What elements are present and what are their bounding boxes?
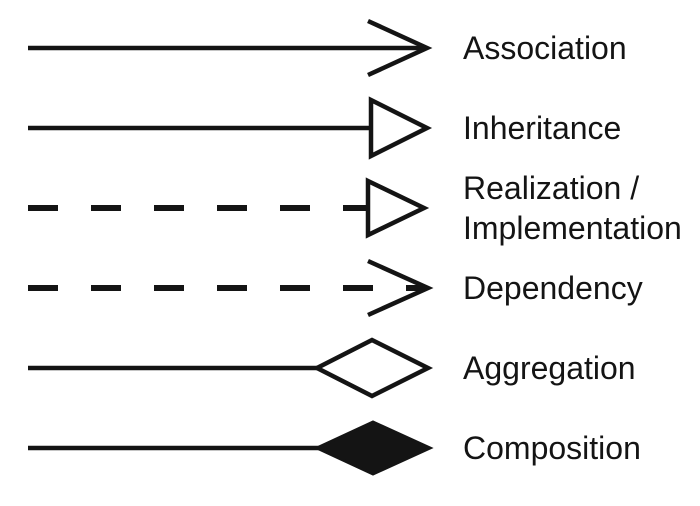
legend-label-composition: Composition [463,430,641,466]
realization-dashed-triangle-arrow-graphic [28,177,430,239]
association-open-arrow-graphic [28,18,433,78]
hollow-triangle-icon [365,177,430,239]
composition-filled-diamond-graphic [28,420,434,476]
legend-row-dependency: Dependency [0,248,700,328]
legend-row-realization: Realization / Implementation [0,168,700,248]
open-arrowhead-icon [367,18,433,78]
hollow-triangle-icon [368,96,433,160]
hollow-diamond-icon [312,337,434,399]
open-arrowhead-icon [367,258,434,318]
legend-row-composition: Composition [0,408,700,488]
dependency-dashed-open-arrow-graphic [28,258,434,318]
filled-diamond-icon [313,420,434,476]
legend-label-aggregation: Aggregation [463,350,636,386]
legend-row-association: Association [0,8,700,88]
legend-label-inheritance: Inheritance [463,110,622,146]
inheritance-triangle-arrow-graphic [28,96,433,160]
legend-label-realization: Realization / Implementation [463,170,682,246]
legend-row-aggregation: Aggregation [0,328,700,408]
legend-label-dependency: Dependency [463,270,643,306]
legend-label-association: Association [463,30,627,66]
aggregation-hollow-diamond-graphic [28,337,434,399]
legend-row-inheritance: Inheritance [0,88,700,168]
